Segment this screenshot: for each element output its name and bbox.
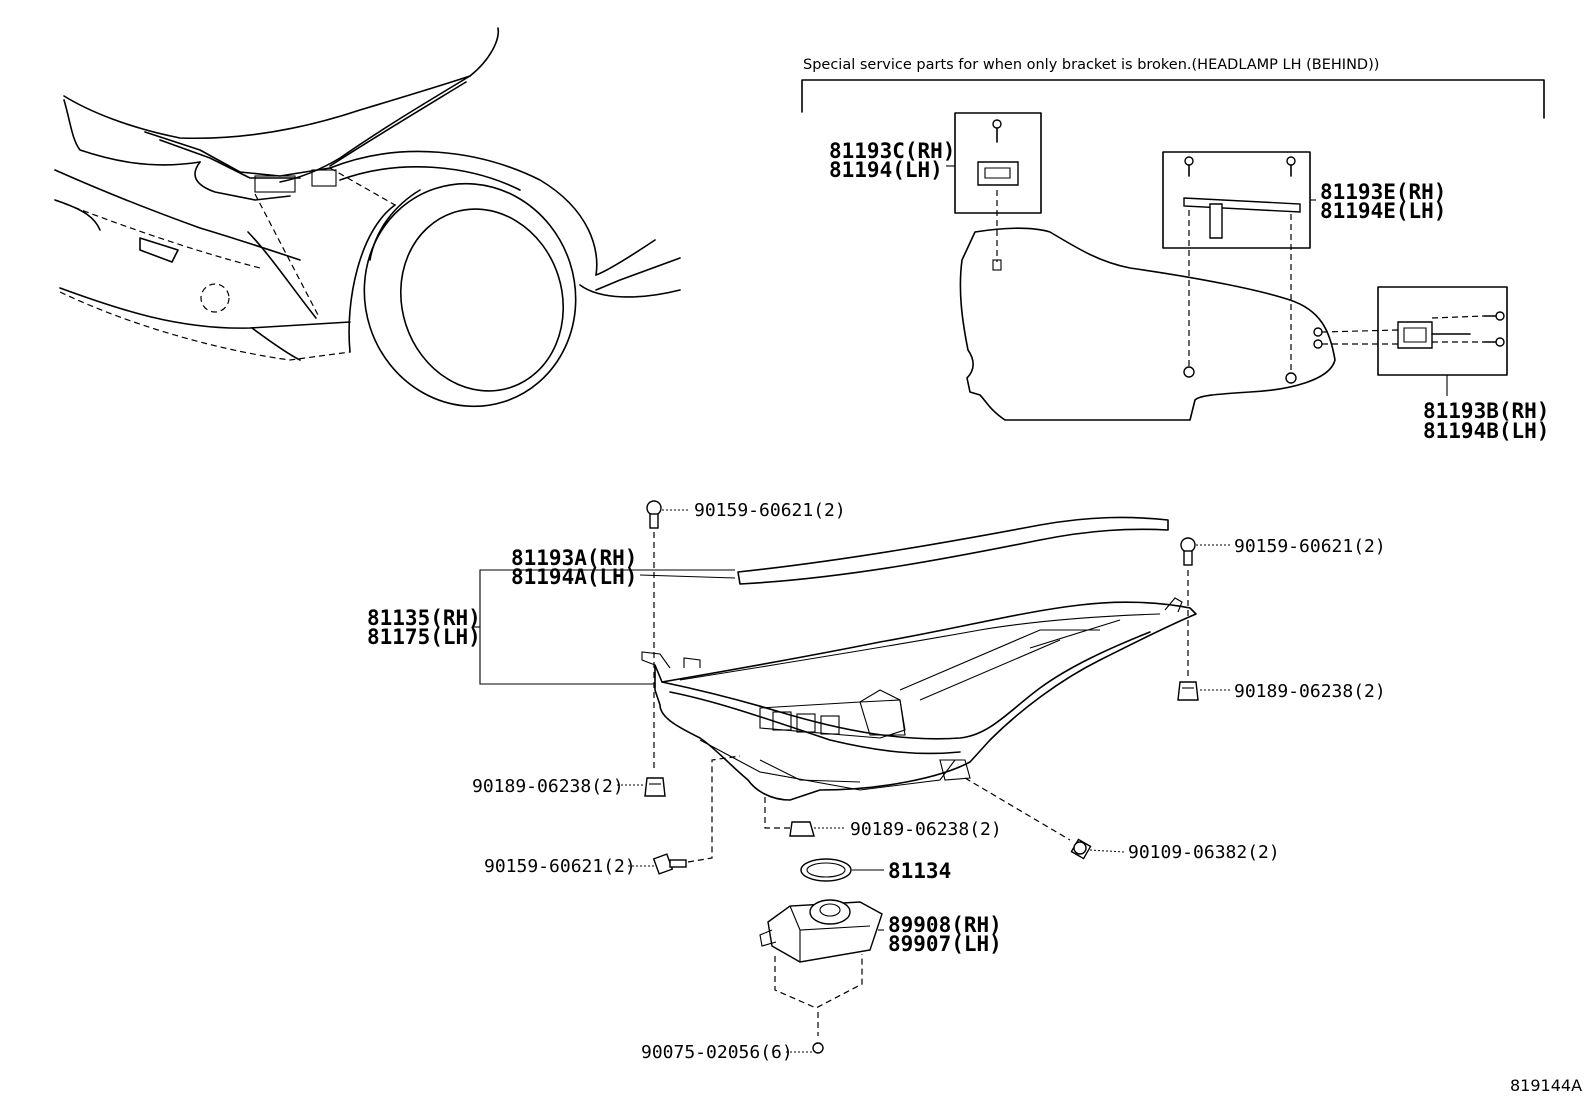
label-clip-bottom-center: 90189-06238(2) xyxy=(850,819,1002,840)
label-clip-right: 90189-06238(2) xyxy=(1234,681,1386,702)
clip-bottom-center-icon xyxy=(789,821,815,837)
screw-icon xyxy=(812,1012,824,1054)
trim-strip xyxy=(737,516,1169,585)
label-81193A: 81193A(RH) xyxy=(511,546,637,570)
note-text: Special service parts for when only brac… xyxy=(803,57,1379,73)
label-bolt-top-left: 90159-60621(2) xyxy=(694,500,846,521)
label-81194E: 81194E(LH) xyxy=(1320,199,1446,223)
headlamp-rear-outline xyxy=(959,227,1336,421)
part-81193C-box xyxy=(954,112,1042,214)
special-service-parts-group: Special service parts for when only brac… xyxy=(801,57,1549,443)
label-gasket: 81134 xyxy=(888,859,951,883)
label-89908: 89908(RH) xyxy=(888,913,1002,937)
label-screw: 90075-02056(6) xyxy=(641,1042,793,1063)
headlamp-assembly-group: 90159-60621(2) 81193A(RH) 81194A(LH) 811… xyxy=(367,500,1386,1063)
bolt-top-right-icon xyxy=(1180,537,1196,566)
label-bolt-top-right: 90159-60621(2) xyxy=(1234,536,1386,557)
note-bracket xyxy=(801,79,1545,119)
clip-right-icon xyxy=(1177,681,1199,701)
label-81135: 81135(RH) xyxy=(367,606,481,630)
bolt-top-left-icon xyxy=(646,500,662,529)
part-81193B-box xyxy=(1377,286,1508,376)
headlamp-body xyxy=(654,601,1197,801)
label-89907: 89907(LH) xyxy=(888,932,1002,956)
bolt-bottom-right-icon xyxy=(1070,838,1092,860)
label-81194A: 81194A(LH) xyxy=(511,565,637,589)
label-81193E: 81193E(RH) xyxy=(1320,180,1446,204)
label-clip-left: 90189-06238(2) xyxy=(472,776,624,797)
diagram-code: 819144A xyxy=(1510,1076,1582,1095)
label-81193C: 81193C(RH) xyxy=(829,139,955,163)
label-81193B: 81193B(RH) xyxy=(1423,399,1549,423)
label-bolt-bottom-right: 90109-06382(2) xyxy=(1128,842,1280,863)
label-81194B: 81194B(LH) xyxy=(1423,419,1549,443)
label-bolt-bottom-left: 90159-60621(2) xyxy=(484,856,636,877)
label-81194: 81194(LH) xyxy=(829,158,943,182)
ballast-module-icon xyxy=(759,899,883,963)
bolt-bottom-left-icon xyxy=(652,853,687,875)
label-81175: 81175(LH) xyxy=(367,625,481,649)
vehicle-front-illustration xyxy=(54,27,681,408)
clip-left-icon xyxy=(644,777,666,797)
gasket-icon xyxy=(800,858,852,882)
